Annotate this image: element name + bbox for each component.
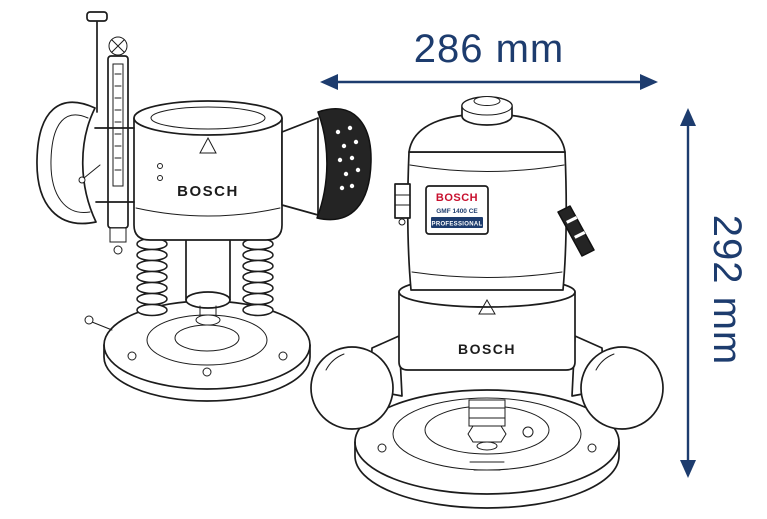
- base-screw: [127, 351, 137, 361]
- grip-dot: [341, 143, 347, 149]
- chuck-nut: [195, 314, 221, 326]
- collet-lines: [468, 407, 506, 419]
- column-base: [185, 291, 231, 309]
- depth-gauge: [86, 11, 129, 255]
- left-handle: [36, 101, 135, 225]
- right-handle-mount: [281, 117, 319, 216]
- lower-body: BOSCH: [398, 276, 576, 371]
- base-screw: [278, 351, 288, 361]
- knob-sphere: [580, 346, 664, 430]
- housing-top-inner: [150, 106, 266, 130]
- clamp-lines: [394, 194, 411, 206]
- plate-series-bar: [431, 217, 483, 228]
- housing-body: [133, 117, 283, 241]
- cable-detail: [557, 205, 595, 257]
- scale-ticks: [114, 73, 122, 171]
- plunge-router-base: [84, 300, 311, 402]
- plate-brand-label: BOSCH: [436, 192, 478, 204]
- base-rim: [103, 344, 311, 402]
- rating-plate: BOSCH GMF 1400 CE PROFESSIONAL: [425, 185, 489, 235]
- turret-stop: [109, 227, 127, 243]
- height-dimension: 292 mm: [680, 108, 749, 478]
- cable-band: [574, 231, 586, 239]
- housing-screw: [157, 175, 163, 181]
- fixed-router-brand-label: BOSCH: [458, 341, 516, 357]
- warning-triangle-icon: [478, 298, 496, 315]
- clamp-block: [394, 183, 411, 219]
- clamp-screw: [398, 218, 406, 226]
- top-cap-button: [473, 96, 501, 106]
- left-handle-grip: [36, 101, 97, 225]
- base-opening: [174, 324, 240, 352]
- base-screw: [377, 443, 387, 453]
- base-detail-knob: [522, 426, 534, 438]
- clamp-lever-tip: [78, 176, 86, 184]
- knob-sphere: [310, 346, 394, 430]
- depth-rod-knob: [86, 11, 108, 22]
- cable-band: [566, 216, 578, 224]
- width-dimension-label: 286 mm: [414, 27, 565, 71]
- collet-nut: [467, 425, 507, 443]
- left-handle-mount: [94, 127, 135, 203]
- collet-tip: [476, 441, 498, 451]
- grip-dot: [337, 157, 343, 163]
- plunge-router-illustration: BOSCH: [36, 11, 372, 402]
- motor-housing: BOSCH: [133, 100, 283, 241]
- grip-dot: [355, 167, 361, 173]
- grip-dot: [349, 155, 355, 161]
- right-handle-grip: [316, 107, 372, 221]
- width-dimension: 286 mm: [320, 27, 658, 90]
- grip-dot: [347, 125, 353, 131]
- fixed-base-router-illustration: BOSCH BOSCH GMF 1400 CE: [310, 96, 664, 509]
- height-arrowhead-bottom: [680, 460, 696, 478]
- left-handle-contour: [50, 114, 91, 213]
- upper-body: BOSCH GMF 1400 CE PROFESSIONAL: [394, 96, 595, 291]
- left-ball-knob: [310, 346, 394, 430]
- base-screw: [587, 443, 597, 453]
- grip-dot: [339, 185, 345, 191]
- grip-dot: [353, 139, 359, 145]
- grip-dot: [335, 129, 341, 135]
- base-lever-knob: [84, 315, 94, 325]
- base-bottom-detail: [469, 461, 505, 471]
- grip-dot: [343, 171, 349, 177]
- housing-band: [135, 207, 281, 217]
- right-handle: [281, 107, 372, 221]
- width-arrowhead-left: [320, 74, 338, 90]
- base-screw: [202, 367, 212, 377]
- width-arrowhead-right: [640, 74, 658, 90]
- scale-window: [112, 63, 124, 187]
- turret-screw: [113, 245, 123, 255]
- collet-column: [185, 239, 231, 326]
- shell-band-bottom: [411, 271, 563, 278]
- base-rim: [354, 441, 620, 509]
- warning-triangle-icon: [199, 136, 217, 154]
- base-lever: [91, 321, 113, 331]
- right-ball-knob: [580, 346, 664, 430]
- plunge-spring-left: [136, 237, 168, 317]
- height-arrowhead-top: [680, 108, 696, 126]
- column-sides: [185, 239, 231, 301]
- plate-series-label: PROFESSIONAL: [432, 222, 483, 228]
- height-dimension-label: 292 mm: [705, 215, 749, 366]
- housing-screw: [157, 163, 163, 169]
- fixed-router-base: [354, 389, 620, 509]
- plate-model-label: GMF 1400 CE: [436, 208, 478, 215]
- clamp-lever: [83, 164, 101, 179]
- shell-band-top: [409, 164, 565, 172]
- knob-knurl: [111, 39, 125, 53]
- collet-housing: [468, 399, 506, 427]
- knob-highlight: [325, 353, 345, 371]
- lower-body-shell: [398, 291, 576, 371]
- knob-highlight: [595, 353, 615, 371]
- plunge-router-brand-label: BOSCH: [177, 183, 239, 200]
- grip-dot: [349, 183, 355, 189]
